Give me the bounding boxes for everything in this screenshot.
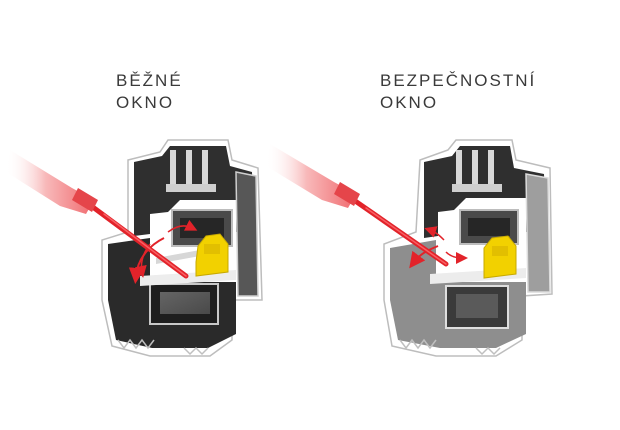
security-attack-arrows: [409, 226, 468, 269]
standard-window-profile: [101, 139, 263, 357]
standard-window-caption: BĚŽNÉ OKNO: [116, 70, 183, 114]
security-window-caption: BEZPEČNOSTNÍ OKNO: [380, 70, 536, 114]
security-window-caption-line2: OKNO: [380, 93, 439, 112]
security-lock-hardware: [483, 235, 517, 279]
standard-window-caption-line2: OKNO: [116, 93, 175, 112]
standard-window-caption-line1: BĚŽNÉ: [116, 71, 183, 90]
screwdriver-icon: [266, 144, 449, 267]
security-window-caption-line1: BEZPEČNOSTNÍ: [380, 71, 537, 90]
screwdriver-icon: [6, 150, 189, 279]
standard-lock-hardware: [195, 233, 229, 277]
security-window-profile: [383, 139, 553, 357]
